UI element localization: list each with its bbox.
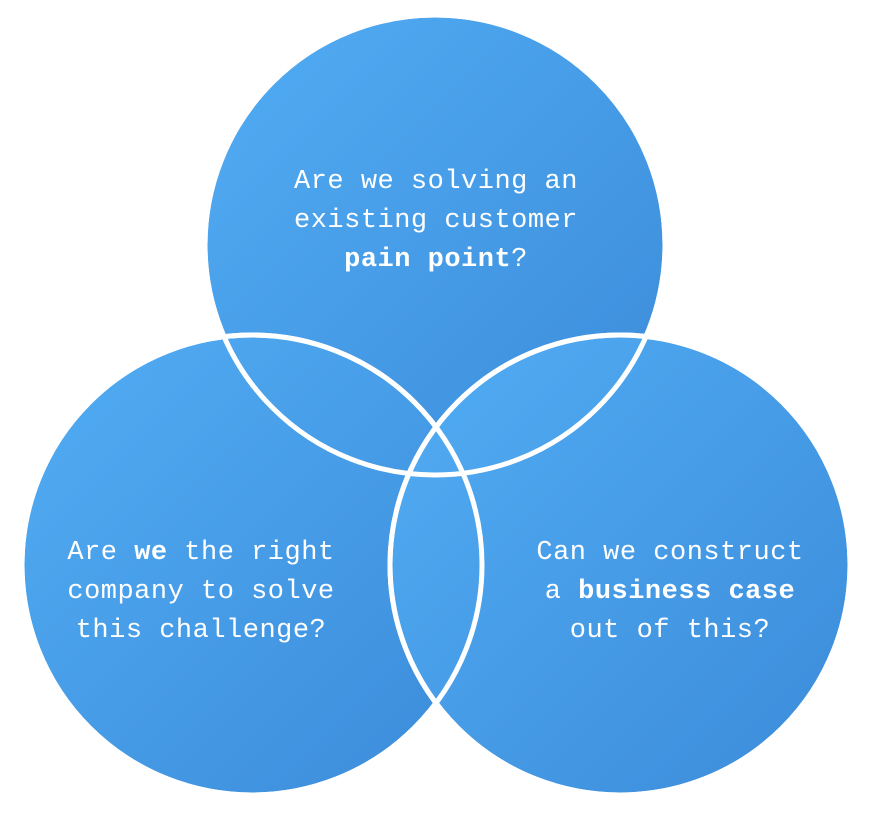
label-segment: Are (67, 538, 134, 568)
label-line: Are we solving an (294, 167, 578, 197)
label-bold-segment: pain point (344, 245, 511, 275)
top-circle-label: Are we solving an existing customer pain p… (294, 167, 578, 275)
label-segment: out of this? (570, 616, 770, 646)
label-line: Can we construct (536, 538, 803, 568)
left-circle-label: Are we the right company to solve this cha… (67, 538, 334, 646)
label-segment: company to solve (67, 577, 334, 607)
label-line: Are we the right (67, 538, 334, 568)
label-line: company to solve (67, 577, 334, 607)
label-line: this challenge? (76, 616, 327, 646)
label-bold-segment: we (134, 538, 167, 568)
label-line: existing customer (294, 206, 578, 236)
label-bold-segment: business case (578, 577, 795, 607)
label-line: out of this? (570, 616, 770, 646)
label-line: pain point? (344, 245, 528, 275)
label-segment: existing customer (294, 206, 578, 236)
label-segment: ? (511, 245, 528, 275)
label-segment: a (545, 577, 578, 607)
label-segment: the right (168, 538, 335, 568)
right-circle-label: Can we construct a business case out of th… (536, 538, 803, 646)
label-line: a business case (545, 577, 796, 607)
label-segment: Can we construct (536, 538, 803, 568)
label-segment: Are we solving an (294, 167, 578, 197)
circle-outlines (19, 12, 853, 798)
label-segment: this challenge? (76, 616, 327, 646)
